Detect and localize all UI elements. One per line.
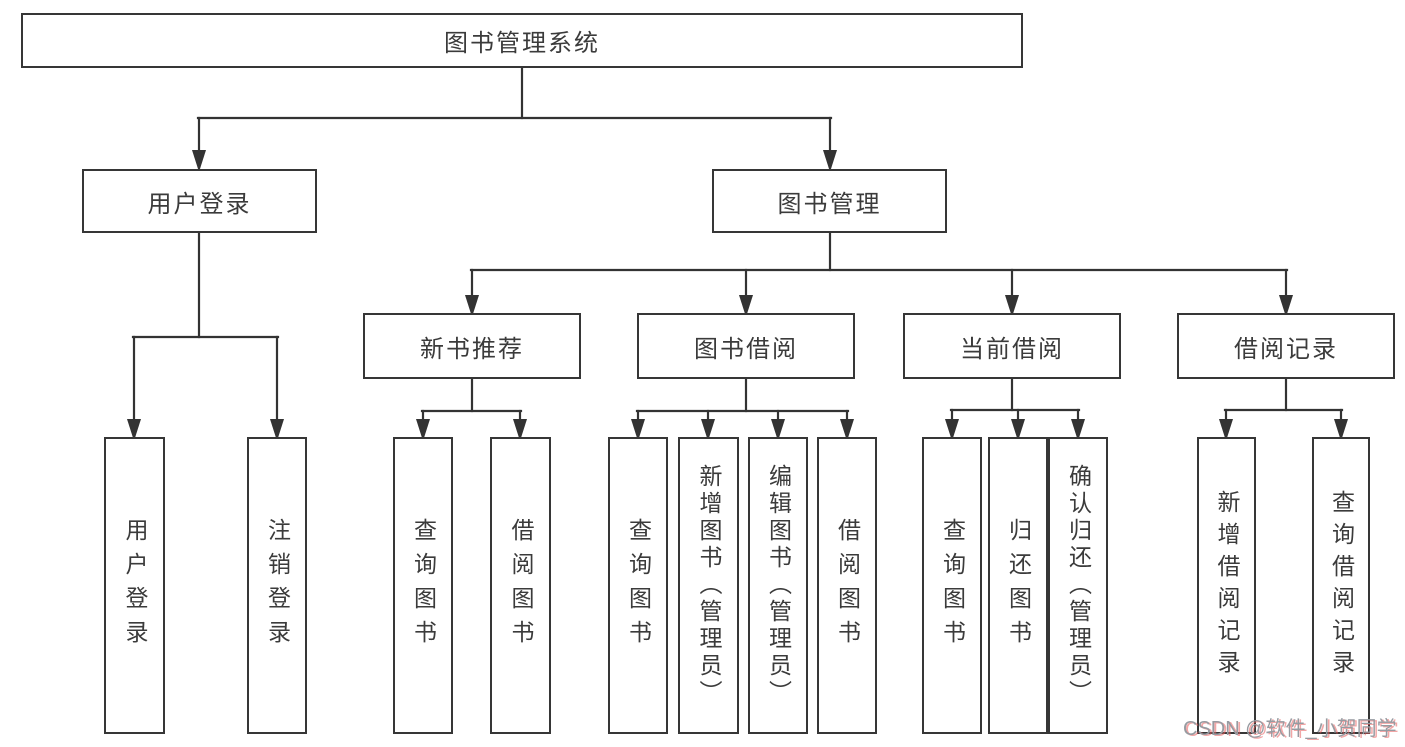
node-book-borrowing: 图书借阅 bbox=[637, 313, 855, 379]
node-label: 新书推荐 bbox=[420, 335, 524, 363]
node-records-query-borrow-record: 查询借阅记录 bbox=[1312, 437, 1370, 734]
node-user-login-leaf: 用户登录 bbox=[104, 437, 165, 734]
node-label: 借阅记录 bbox=[1234, 335, 1338, 363]
node-book-management: 图书管理 bbox=[712, 169, 947, 233]
node-label: 借阅图书 bbox=[834, 517, 861, 654]
node-label: 用户登录 bbox=[122, 517, 148, 654]
node-records-add-borrow-record: 新增借阅记录 bbox=[1197, 437, 1256, 734]
node-borrowing-query-books: 查询图书 bbox=[608, 437, 668, 734]
node-library-management-system: 图书管理系统 bbox=[21, 13, 1023, 68]
node-label: 归还图书 bbox=[1005, 517, 1032, 654]
node-label: 编辑图书（管理员） bbox=[765, 464, 792, 707]
node-recommend-borrow-books: 借阅图书 bbox=[490, 437, 551, 734]
node-label: 查询图书 bbox=[939, 517, 966, 654]
node-current-query-books: 查询图书 bbox=[922, 437, 982, 734]
node-borrowing-edit-books-admin: 编辑图书（管理员） bbox=[748, 437, 808, 734]
node-label: 查询图书 bbox=[410, 517, 437, 654]
node-current-confirm-return-admin: 确认归还（管理员） bbox=[1048, 437, 1108, 734]
node-borrowing-borrow-books: 借阅图书 bbox=[817, 437, 877, 734]
node-current-return-books: 归还图书 bbox=[988, 437, 1048, 734]
node-label: 借阅图书 bbox=[508, 517, 534, 654]
node-borrowing-add-books-admin: 新增图书（管理员） bbox=[678, 437, 739, 734]
arrowheads bbox=[127, 150, 1348, 441]
node-label: 确认归还（管理员） bbox=[1065, 464, 1092, 707]
node-label: 图书管理 bbox=[777, 190, 882, 218]
node-label: 图书管理系统 bbox=[444, 30, 600, 57]
node-label: 新增图书（管理员） bbox=[696, 464, 722, 707]
node-label: 新增借阅记录 bbox=[1214, 489, 1240, 682]
node-current-borrowing: 当前借阅 bbox=[903, 313, 1121, 379]
node-label: 图书借阅 bbox=[694, 335, 798, 363]
node-user-login: 用户登录 bbox=[82, 169, 317, 233]
node-borrowing-records: 借阅记录 bbox=[1177, 313, 1395, 379]
node-recommend-query-books: 查询图书 bbox=[393, 437, 453, 734]
node-label: 注销登录 bbox=[264, 517, 291, 654]
node-logout: 注销登录 bbox=[247, 437, 307, 734]
node-label: 用户登录 bbox=[147, 190, 252, 218]
node-label: 查询借阅记录 bbox=[1328, 489, 1355, 682]
node-new-book-recommend: 新书推荐 bbox=[363, 313, 581, 379]
csdn-watermark: CSDN @软件_小贺同学 bbox=[1183, 718, 1397, 740]
node-label: 当前借阅 bbox=[960, 335, 1064, 363]
node-label: 查询图书 bbox=[625, 517, 652, 654]
